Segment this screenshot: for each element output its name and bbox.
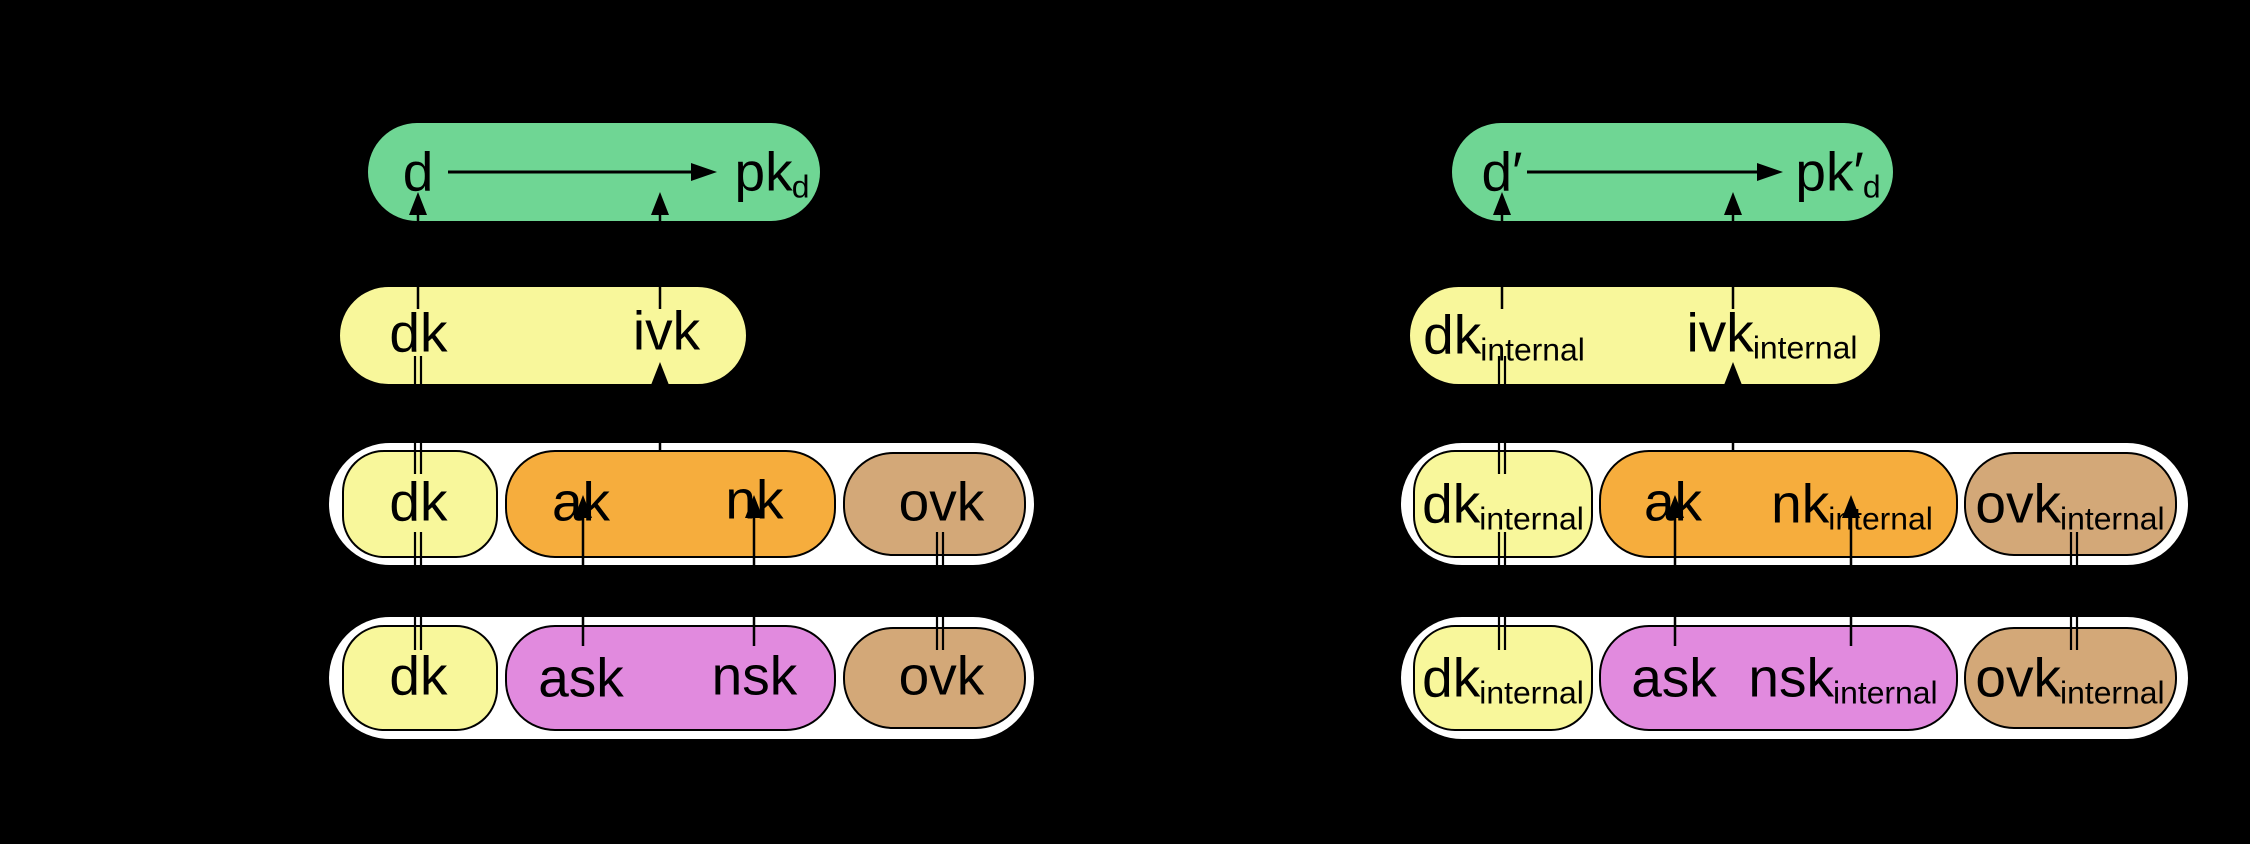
label-ivk-right: ivkinternal [1686, 301, 1858, 366]
label-dk-sk-left: dk [389, 644, 448, 707]
label-dk-fvk-right: dkinternal [1422, 472, 1584, 537]
label-nsk-left: nsk [711, 644, 798, 707]
label-dk-sk-right: dkinternal [1422, 646, 1584, 711]
label-nk-right: nkinternal [1771, 472, 1933, 537]
dk-pill-fvk-right [1413, 450, 1593, 558]
label-ask-right: ask [1631, 646, 1717, 709]
ivk-pill-right [1410, 287, 1880, 384]
label-ivk-left: ivk [632, 299, 701, 362]
label-ask-left: ask [538, 646, 624, 709]
label-d-left: d [402, 140, 434, 203]
label-ovk-fvk-right: ovkinternal [1975, 472, 2165, 537]
label-nk-left: nk [725, 468, 784, 531]
ask-nsk-pill-right [1599, 625, 1958, 731]
label-d-right: d′ [1481, 140, 1523, 203]
dk-pill-sk-right [1413, 625, 1593, 731]
ask-nsk-pill-left [505, 625, 836, 731]
label-pkd-right: pk′d [1795, 140, 1881, 205]
ak-nk-pill-right [1599, 450, 1958, 558]
label-ak-right: ak [1643, 470, 1703, 533]
ovk-pill-fvk-left [843, 452, 1026, 556]
label-dk-ivkrow-right: dkinternal [1423, 303, 1585, 368]
ak-nk-pill-left [505, 450, 836, 558]
label-ovk-fvk-left: ovk [898, 470, 985, 533]
label-dk-ivkrow-left: dk [389, 301, 448, 364]
label-ak-left: ak [551, 470, 611, 533]
label-dk-fvk-left: dk [389, 470, 448, 533]
ovk-pill-sk-left [843, 627, 1026, 729]
label-ovk-sk-left: ovk [898, 644, 985, 707]
ivk-pill-left [340, 287, 746, 384]
label-ovk-sk-right: ovkinternal [1975, 646, 2165, 711]
label-pkd-left: pkd [734, 140, 810, 205]
label-nsk-right: nskinternal [1748, 646, 1938, 711]
